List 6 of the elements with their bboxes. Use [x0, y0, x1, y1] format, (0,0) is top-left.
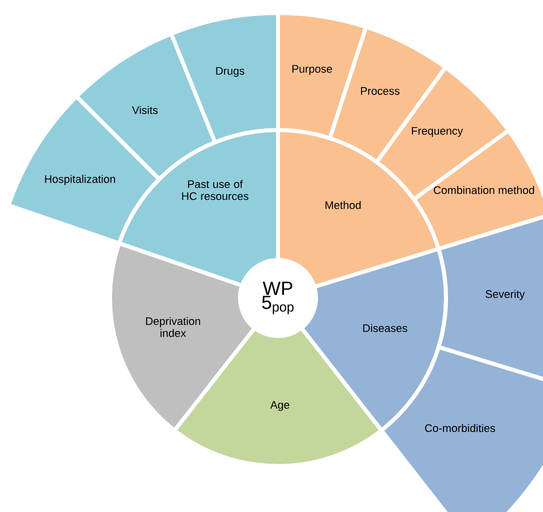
ring-segment: Co-morbidities	[379, 345, 543, 512]
node-label: Visits	[132, 106, 158, 114]
ring-segment: Drugs	[169, 11, 280, 144]
ring-segment: Deprivation index	[108, 241, 257, 432]
node-label: Severity	[486, 290, 525, 300]
node-label: Drugs	[216, 67, 244, 77]
